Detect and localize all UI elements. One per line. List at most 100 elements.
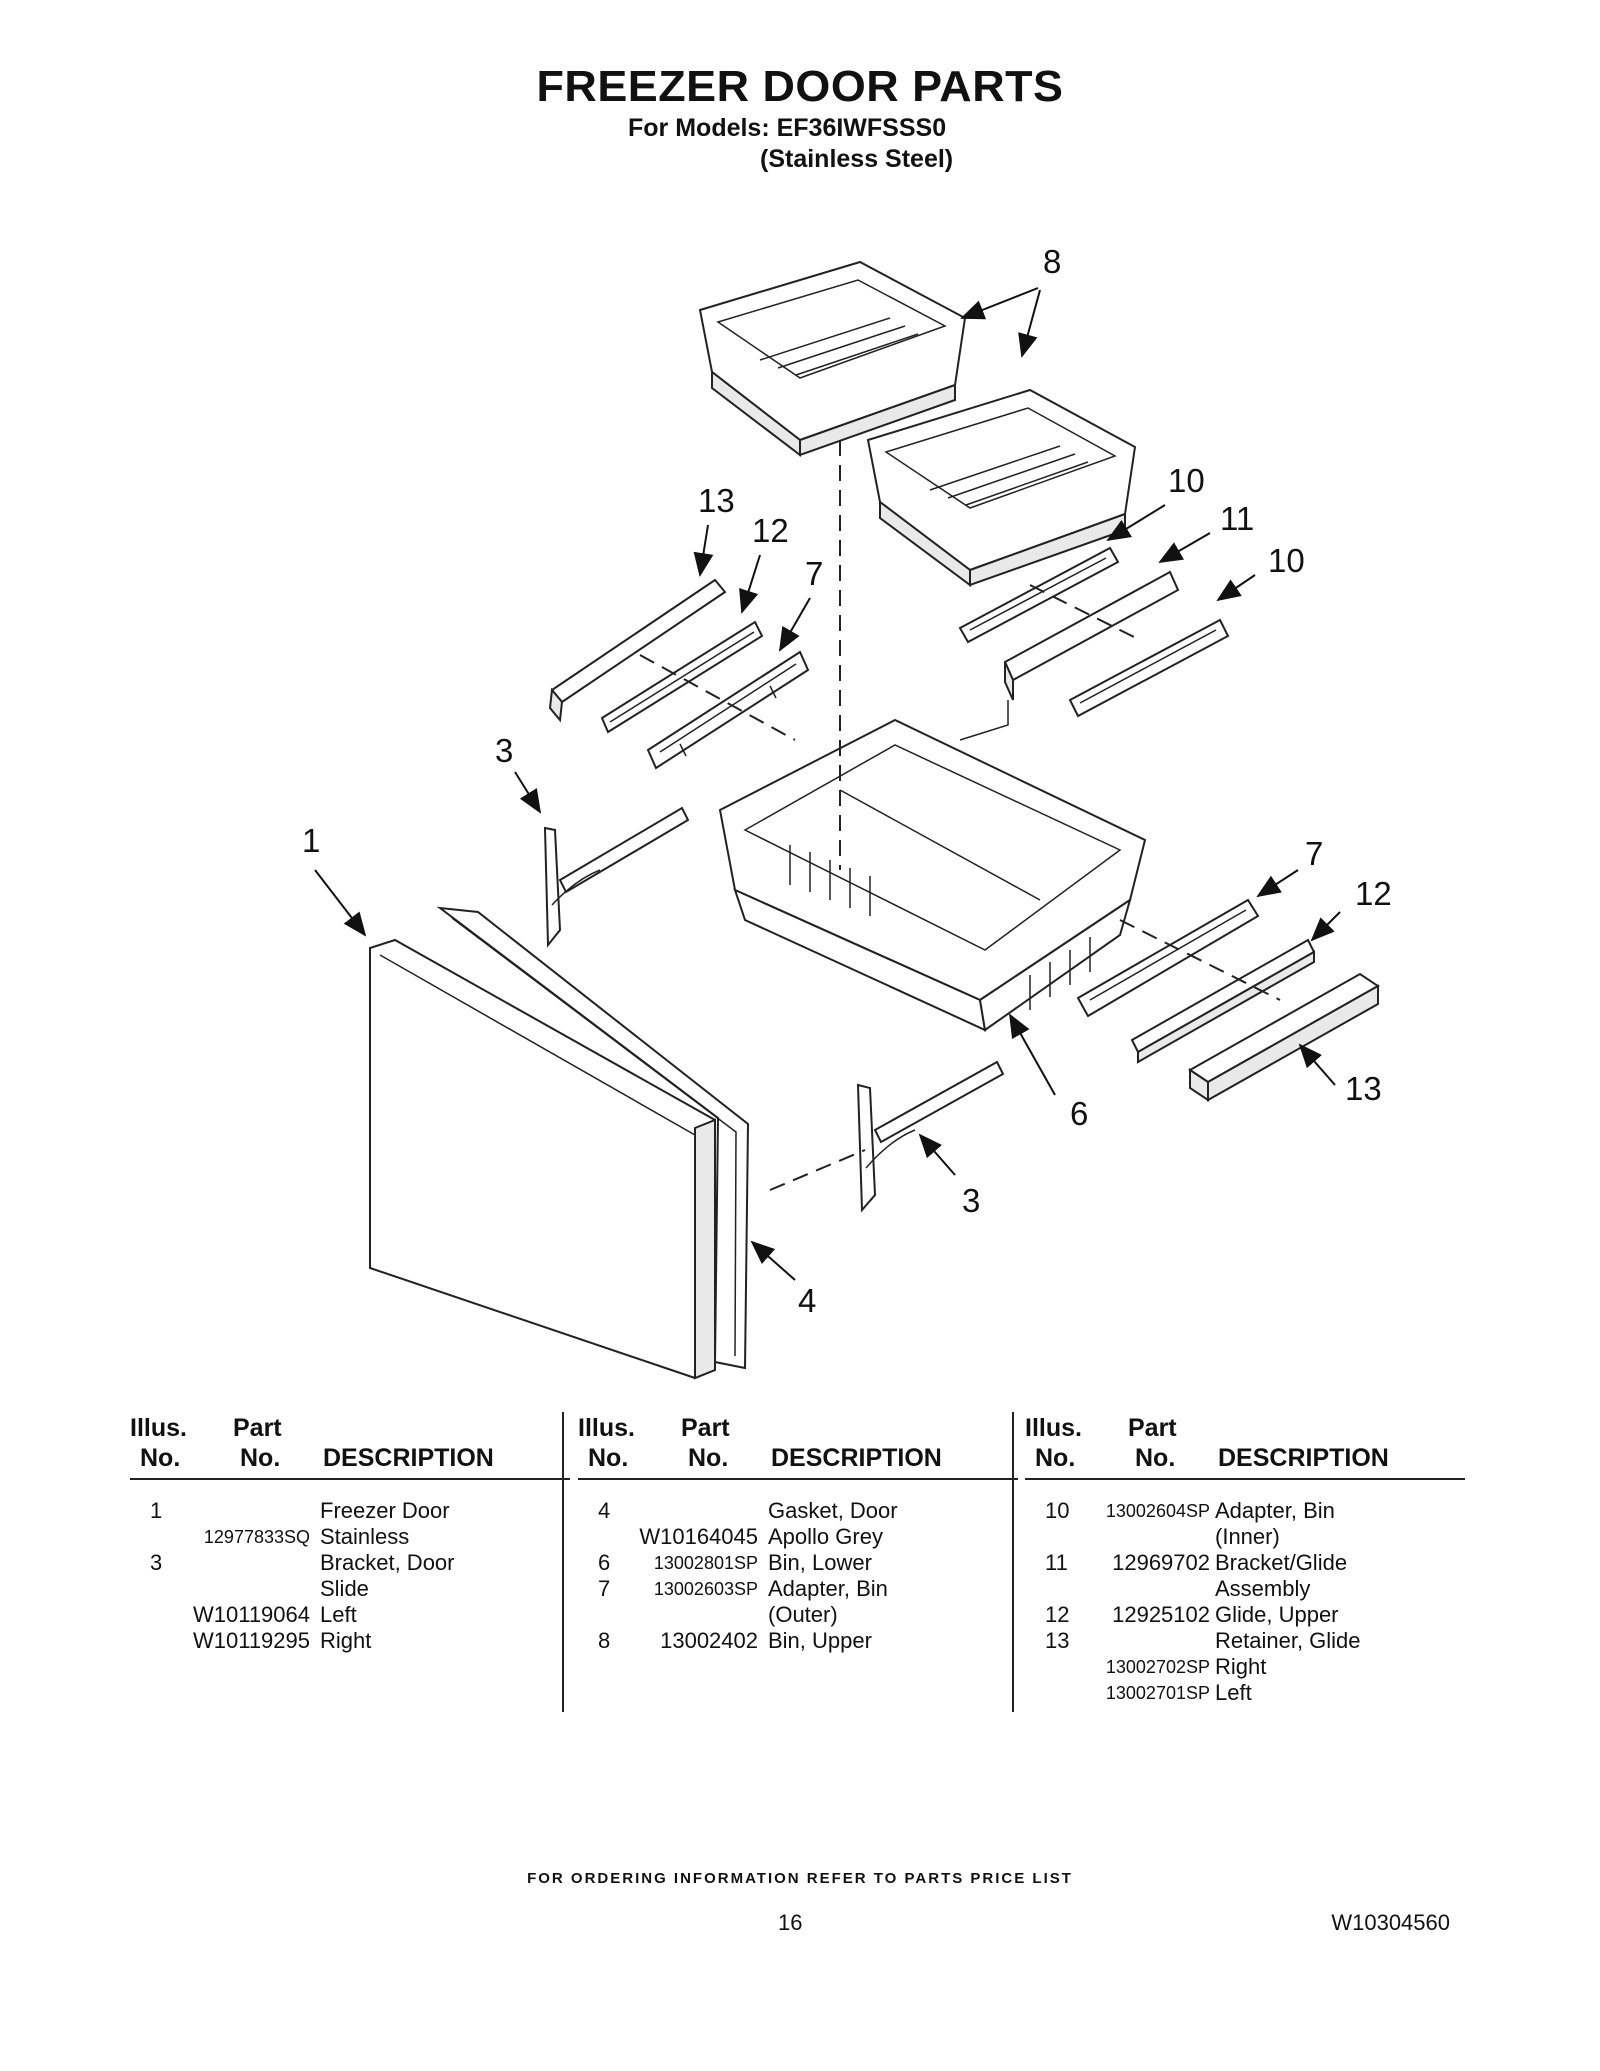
table-row: 4 Gasket, Door (578, 1498, 1018, 1524)
part-header: No. (240, 1444, 281, 1472)
illus-number: 11 (1045, 1550, 1068, 1575)
illus-number: 4 (598, 1498, 611, 1523)
illus-header: No. (1035, 1444, 1076, 1472)
part-description: Bin, Lower (768, 1550, 872, 1575)
part-number: W10119064 (192, 1602, 310, 1627)
table-row: 1 Freezer Door (130, 1498, 570, 1524)
illus-header: No. (140, 1444, 181, 1472)
part-description: Gasket, Door (768, 1498, 898, 1523)
table-row: W10119295 Right (130, 1628, 570, 1654)
part-description: Retainer, Glide (1215, 1628, 1361, 1653)
callout-8: 8 (1043, 243, 1061, 280)
table-row: 6 13002801SP Bin, Lower (578, 1550, 1018, 1576)
callout-10: 10 (1268, 542, 1305, 579)
part-number: W10164045 (639, 1524, 758, 1549)
callout-13: 13 (1345, 1070, 1382, 1107)
callout-12: 12 (1355, 875, 1392, 912)
table-row: (Outer) (578, 1602, 1018, 1628)
part-description: Bracket/Glide (1215, 1550, 1348, 1575)
part-number: 13002604SP (1105, 1501, 1210, 1521)
part-header: No. (688, 1444, 729, 1472)
part-description: Slide (320, 1576, 369, 1601)
part-description: Adapter, Bin (768, 1576, 888, 1601)
part-description: Freezer Door (320, 1498, 450, 1523)
door-slide-bracket-left (543, 806, 690, 948)
glide-retainer-right (1188, 972, 1380, 1102)
assembly-line-rails-lower (1119, 919, 1281, 1001)
part-description: Stainless (320, 1524, 410, 1549)
illus-number: 1 (150, 1498, 163, 1523)
part-number: 13002702SP (1105, 1657, 1210, 1677)
callout-6: 6 (1070, 1095, 1088, 1132)
callout-12: 12 (752, 512, 789, 549)
part-description: (Outer) (768, 1602, 838, 1627)
lower-bin (718, 718, 1147, 1032)
callout-3: 3 (962, 1182, 980, 1219)
part-number: 13002603SP (653, 1579, 758, 1599)
part-description: Left (1215, 1680, 1252, 1705)
table-row: Slide (130, 1576, 570, 1602)
part-header: Part (1128, 1414, 1177, 1442)
column-divider (562, 1412, 564, 1712)
illus-number: 12 (1045, 1602, 1070, 1627)
table-row: 13 Retainer, Glide (1025, 1628, 1465, 1654)
illus-header: No. (588, 1444, 629, 1472)
callout-1: 1 (302, 822, 320, 859)
bin-link-line (959, 700, 1009, 741)
part-description: Adapter, Bin (1215, 1498, 1335, 1523)
part-number: W10119295 (192, 1628, 310, 1653)
part-header: Part (681, 1414, 730, 1442)
upper-bin-left (698, 260, 967, 458)
glide-retainer-left (548, 578, 727, 723)
table-row: (Inner) (1025, 1524, 1465, 1550)
illus-header: Illus. (1025, 1414, 1082, 1442)
page-number: 16 (778, 1910, 803, 1935)
part-number: 12925102 (1112, 1602, 1210, 1627)
adapter-outer-left (646, 650, 810, 770)
part-description: Bin, Upper (768, 1628, 872, 1653)
illus-header: Illus. (578, 1414, 635, 1442)
illus-number: 6 (598, 1550, 611, 1575)
part-description: Left (320, 1602, 357, 1627)
callout-13: 13 (698, 482, 735, 519)
part-number: 13002701SP (1105, 1683, 1210, 1703)
part-description: Glide, Upper (1215, 1602, 1339, 1627)
leader-arrows (314, 287, 1341, 1281)
document-number: W10304560 (1331, 1910, 1450, 1935)
illus-number: 8 (598, 1628, 611, 1653)
adapter-inner-upper (958, 546, 1120, 644)
part-description: Right (320, 1628, 372, 1653)
part-number: 13002402 (660, 1628, 758, 1653)
bracket-glide-assembly (1003, 570, 1180, 701)
table-row: W10119064 Left (130, 1602, 570, 1628)
page-title: FREEZER DOOR PARTS (536, 62, 1064, 111)
callout-10: 10 (1168, 462, 1205, 499)
assembly-line-rails-right (1029, 584, 1141, 641)
door-gasket (436, 906, 750, 1370)
door-slide-bracket-right (856, 1060, 1005, 1213)
part-header: No. (1135, 1444, 1176, 1472)
assembly-line-bracket (769, 1149, 866, 1191)
adapter-outer-right (1076, 898, 1260, 1018)
callout-11: 11 (1220, 500, 1254, 537)
illus-number: 13 (1045, 1628, 1070, 1653)
glide-upper-right (1130, 938, 1316, 1064)
part-number: 13002801SP (653, 1553, 758, 1573)
callout-4: 4 (798, 1282, 816, 1319)
column-divider (1012, 1412, 1014, 1712)
models-line: For Models: EF36IWFSSS0 (628, 114, 947, 142)
part-description: (Inner) (1215, 1524, 1280, 1549)
